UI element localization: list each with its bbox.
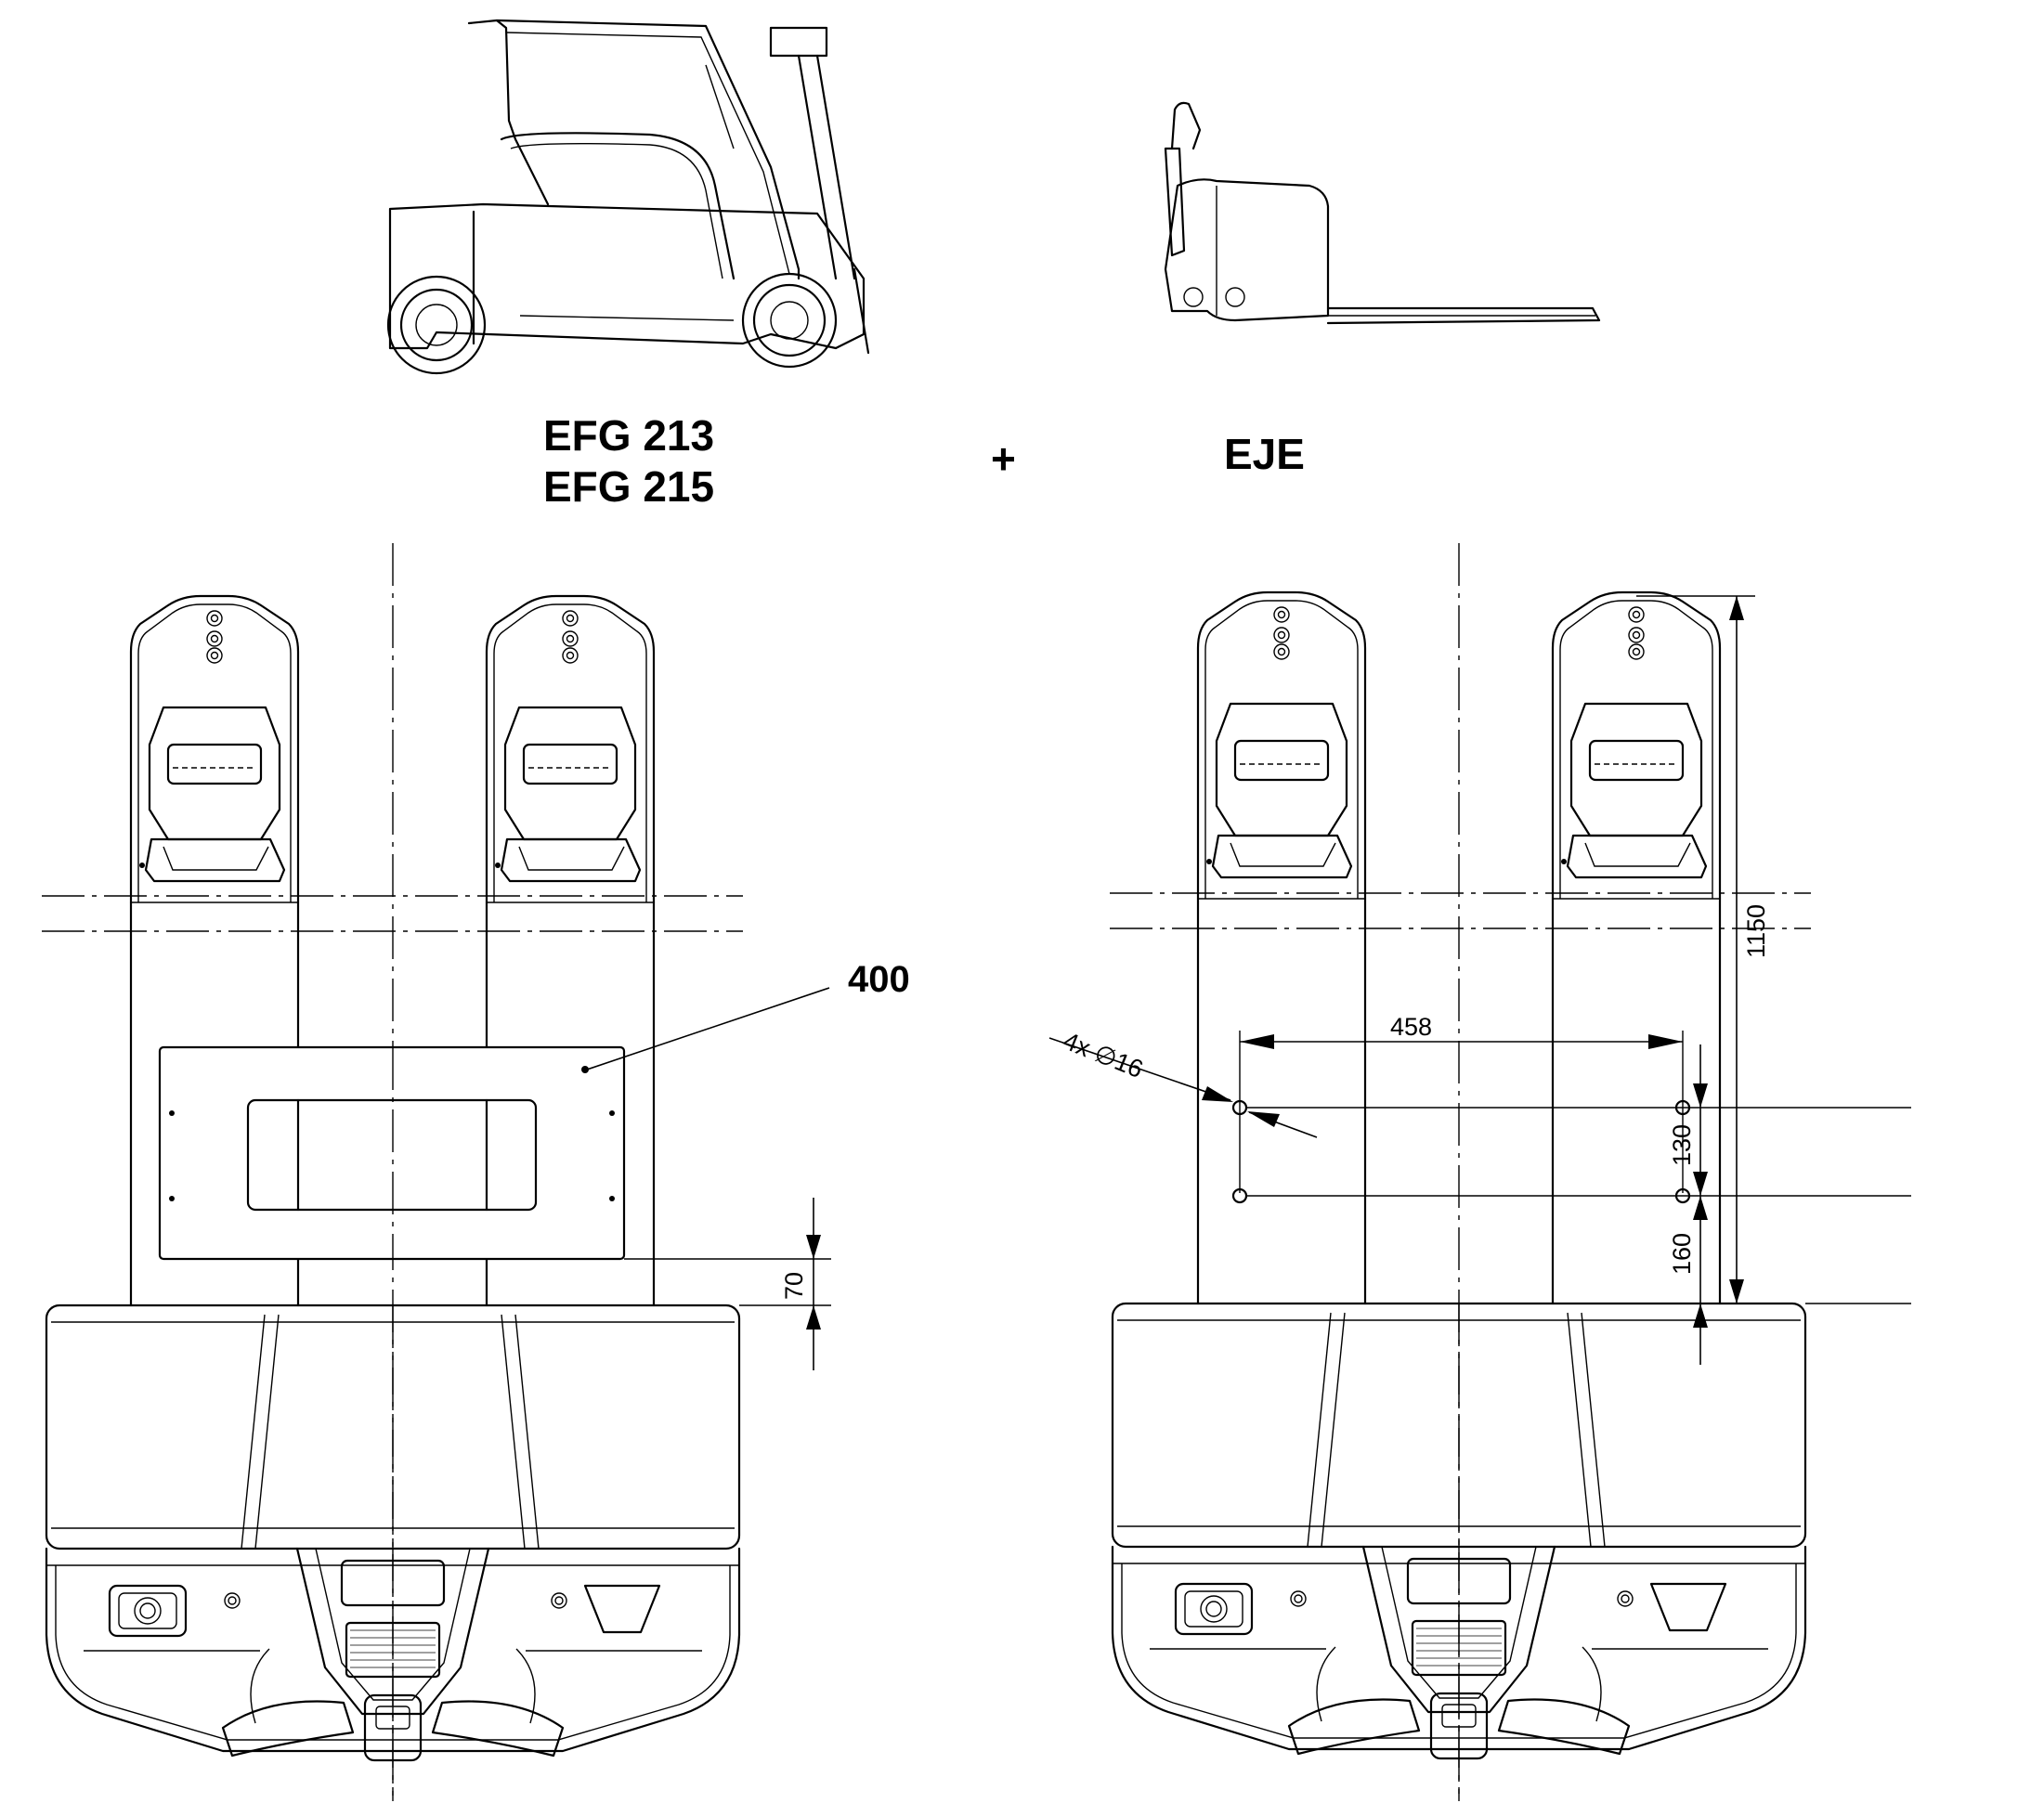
- left-plan-view: [42, 543, 831, 1801]
- model-label-efg-213: EFG 213: [543, 411, 714, 460]
- dimension-458: 458: [1390, 1013, 1432, 1041]
- pallet-truck-side-view: [1164, 101, 1601, 325]
- right-plan-view: [1048, 543, 1911, 1801]
- dimension-130: 130: [1668, 1124, 1696, 1166]
- dimension-70: 70: [780, 1272, 808, 1300]
- plus-sign: +: [991, 435, 1016, 483]
- adapter-plate: [158, 1045, 626, 1261]
- dimension-160: 160: [1668, 1233, 1696, 1275]
- model-label-eje: EJE: [1224, 430, 1305, 478]
- dimension-1150: 1150: [1742, 904, 1770, 958]
- forklift-side-view: [386, 19, 870, 375]
- dimension-hole-spec: 4x ∅16: [1060, 1027, 1147, 1083]
- model-label-efg-215: EFG 215: [543, 462, 714, 511]
- plate-callout: 400: [848, 959, 910, 1000]
